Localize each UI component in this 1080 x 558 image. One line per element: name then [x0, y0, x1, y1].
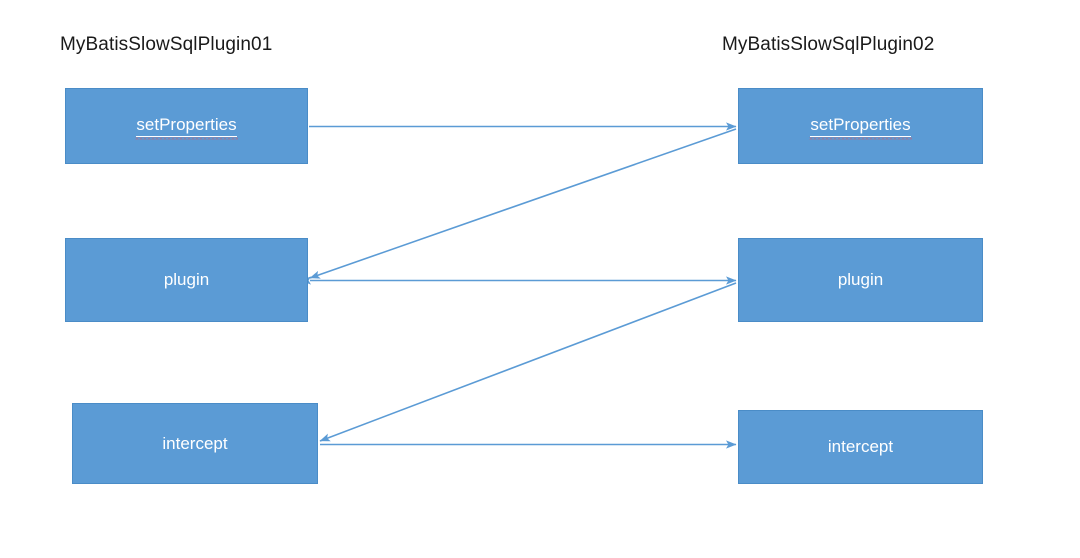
node-left-setproperties[interactable]: setProperties [65, 88, 308, 164]
node-right-setproperties[interactable]: setProperties [738, 88, 983, 164]
node-label: setProperties [809, 115, 912, 140]
node-left-plugin[interactable]: plugin [65, 238, 308, 322]
node-label: plugin [163, 270, 210, 289]
column-title-right: MyBatisSlowSqlPlugin02 [722, 34, 935, 55]
node-label: intercept [162, 433, 228, 453]
column-title-left: MyBatisSlowSqlPlugin01 [60, 34, 273, 55]
edge-plugin-to-intercept [319, 282, 737, 442]
node-right-intercept[interactable]: intercept [738, 410, 983, 484]
edge-setproperties-to-plugin [309, 128, 737, 279]
node-label: intercept [827, 437, 894, 456]
node-left-intercept[interactable]: intercept [72, 403, 318, 484]
node-label: setProperties [135, 115, 238, 140]
node-right-plugin[interactable]: plugin [738, 238, 983, 322]
node-label: plugin [837, 270, 884, 289]
